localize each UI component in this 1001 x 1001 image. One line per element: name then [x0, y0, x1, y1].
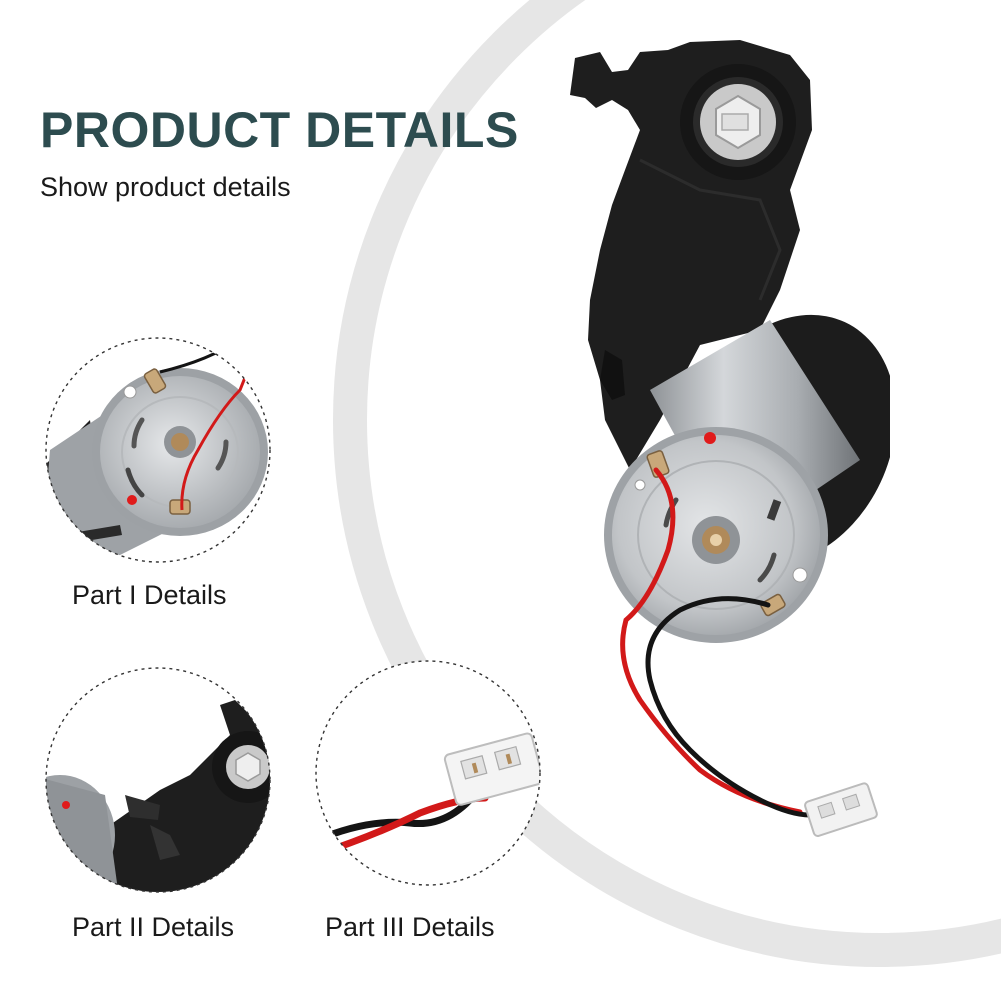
dotted-frame — [45, 337, 271, 563]
motor-face-icon — [45, 337, 271, 563]
detail-label-part-1: Part I Details — [72, 580, 227, 610]
page-title: PRODUCT DETAILS — [40, 102, 519, 158]
wire-connector-icon — [315, 660, 541, 886]
detail-label-part-3: Part III Details — [325, 912, 495, 942]
dotted-frame — [45, 667, 271, 893]
page-subtitle: Show product details — [40, 172, 291, 202]
detail-label-part-2: Part II Details — [72, 912, 235, 942]
dotted-frame — [315, 660, 541, 886]
brush-motor-gearbox-icon — [570, 40, 890, 837]
gearbox-housing-icon — [45, 667, 271, 893]
